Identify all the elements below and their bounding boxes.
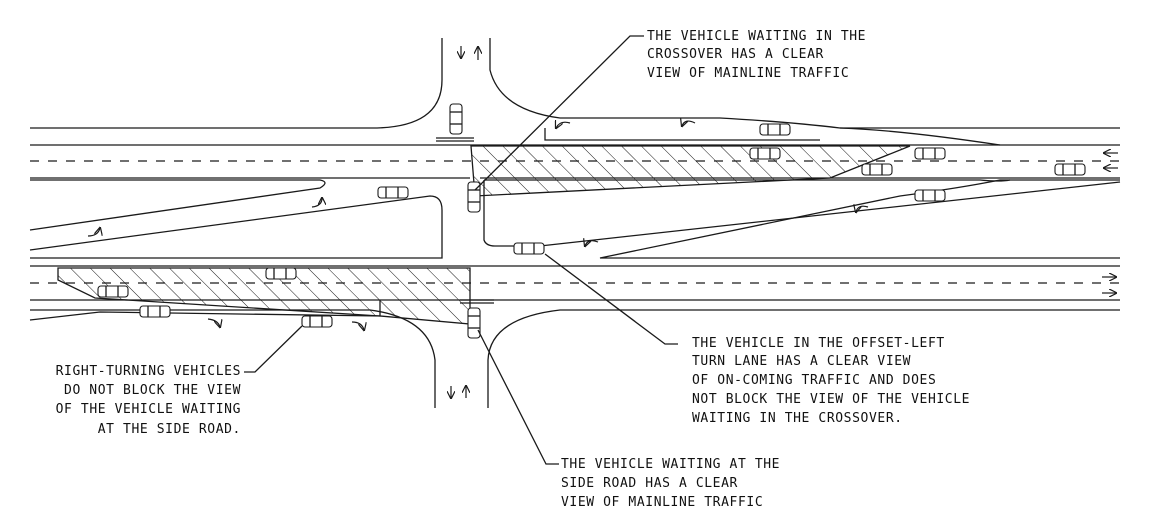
vehicles: [97, 103, 1086, 339]
note-right-turning: RIGHT-TURNING VEHICLES DO NOT BLOCK THE …: [56, 364, 241, 437]
vehicle-side-road-south: [467, 307, 481, 339]
note-right-turning-line-3: OF THE VEHICLE WAITING: [56, 402, 241, 417]
note-side-road-line-3: VIEW OF MAINLINE TRAFFIC: [561, 495, 763, 510]
vehicle-right-turn-south-2: [301, 315, 333, 328]
vehicle-right-turn-south-1: [139, 305, 171, 318]
note-side-road-line-1: THE VEHICLE WAITING AT THE: [561, 457, 780, 472]
note-offset-left-line-1: THE VEHICLE IN THE OFFSET-LEFT: [692, 336, 945, 351]
note-side-road-line-2: SIDE ROAD HAS A CLEAR: [561, 476, 738, 491]
note-crossover-line-3: VIEW OF MAINLINE TRAFFIC: [647, 66, 849, 81]
note-offset-left: THE VEHICLE IN THE OFFSET-LEFT TURN LANE…: [692, 336, 970, 426]
vehicle-mainline-west-2: [914, 147, 946, 160]
vehicle-mainline-west-1: [749, 147, 781, 160]
note-right-turning-line-2: DO NOT BLOCK THE VIEW: [64, 383, 241, 398]
vehicle-right-turn-north: [759, 123, 791, 136]
note-crossover-line-2: CROSSOVER HAS A CLEAR: [647, 47, 824, 62]
vehicle-side-road-north: [449, 103, 463, 135]
vehicle-crossover: [467, 181, 481, 213]
note-right-turning-line-4: AT THE SIDE ROAD.: [98, 422, 241, 437]
vehicle-mainline-east-1: [265, 267, 297, 280]
vehicle-median-right: [914, 189, 946, 202]
leader-lines: [244, 35, 678, 465]
note-offset-left-line-2: TURN LANE HAS A CLEAR VIEW: [692, 354, 911, 369]
vehicle-offset-left-turn: [513, 242, 545, 255]
vehicle-median-left: [377, 186, 409, 199]
note-offset-left-line-5: WAITING IN THE CROSSOVER.: [692, 411, 903, 426]
sight-triangle-crossover: [470, 145, 911, 197]
note-right-turning-line-1: RIGHT-TURNING VEHICLES: [56, 364, 241, 379]
note-side-road: THE VEHICLE WAITING AT THE SIDE ROAD HAS…: [561, 457, 780, 510]
vehicle-mainline-west-4: [1054, 163, 1086, 176]
note-offset-left-line-4: NOT BLOCK THE VIEW OF THE VEHICLE: [692, 392, 970, 407]
pavement-arrows: [87, 46, 1118, 398]
note-crossover-line-1: THE VEHICLE WAITING IN THE: [647, 29, 866, 44]
note-crossover-view: THE VEHICLE WAITING IN THE CROSSOVER HAS…: [647, 29, 866, 81]
vehicle-mainline-east-2: [97, 285, 129, 298]
note-offset-left-line-3: OF ON-COMING TRAFFIC AND DOES: [692, 373, 936, 388]
right-turn-lane-north: [544, 127, 1001, 146]
vehicle-mainline-west-3: [861, 163, 893, 176]
side-road-north: [30, 38, 1120, 142]
sight-triangle-side-road: [57, 267, 471, 325]
